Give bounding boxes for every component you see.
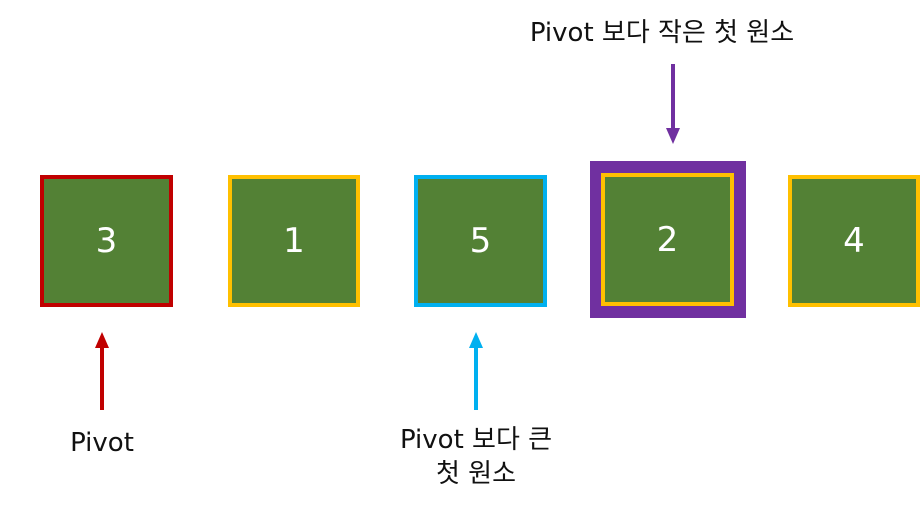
element-value: 1: [283, 221, 305, 261]
pivot-label: Pivot: [70, 428, 134, 458]
first-smaller-label: Pivot 보다 작은 첫 원소: [529, 18, 795, 48]
element-value: 4: [843, 221, 865, 261]
element-box: 4: [788, 175, 920, 307]
element-box-first-smaller: 2: [601, 173, 734, 306]
element-box: 1: [228, 175, 360, 307]
element-box-pivot: 3: [40, 175, 173, 307]
first-smaller-arrow: [666, 64, 680, 144]
pivot-arrow: [95, 332, 109, 410]
element-box-first-larger: 5: [414, 175, 547, 307]
element-value: 2: [656, 219, 679, 260]
first-larger-label-line2: 첫 원소: [435, 459, 517, 489]
first-larger-label-line1: Pivot 보다 큰: [399, 425, 553, 455]
element-value: 5: [469, 221, 492, 261]
first-larger-arrow: [469, 332, 483, 410]
element-value: 3: [95, 221, 118, 261]
first-larger-label: Pivot 보다 큰 첫 원소: [378, 423, 574, 491]
